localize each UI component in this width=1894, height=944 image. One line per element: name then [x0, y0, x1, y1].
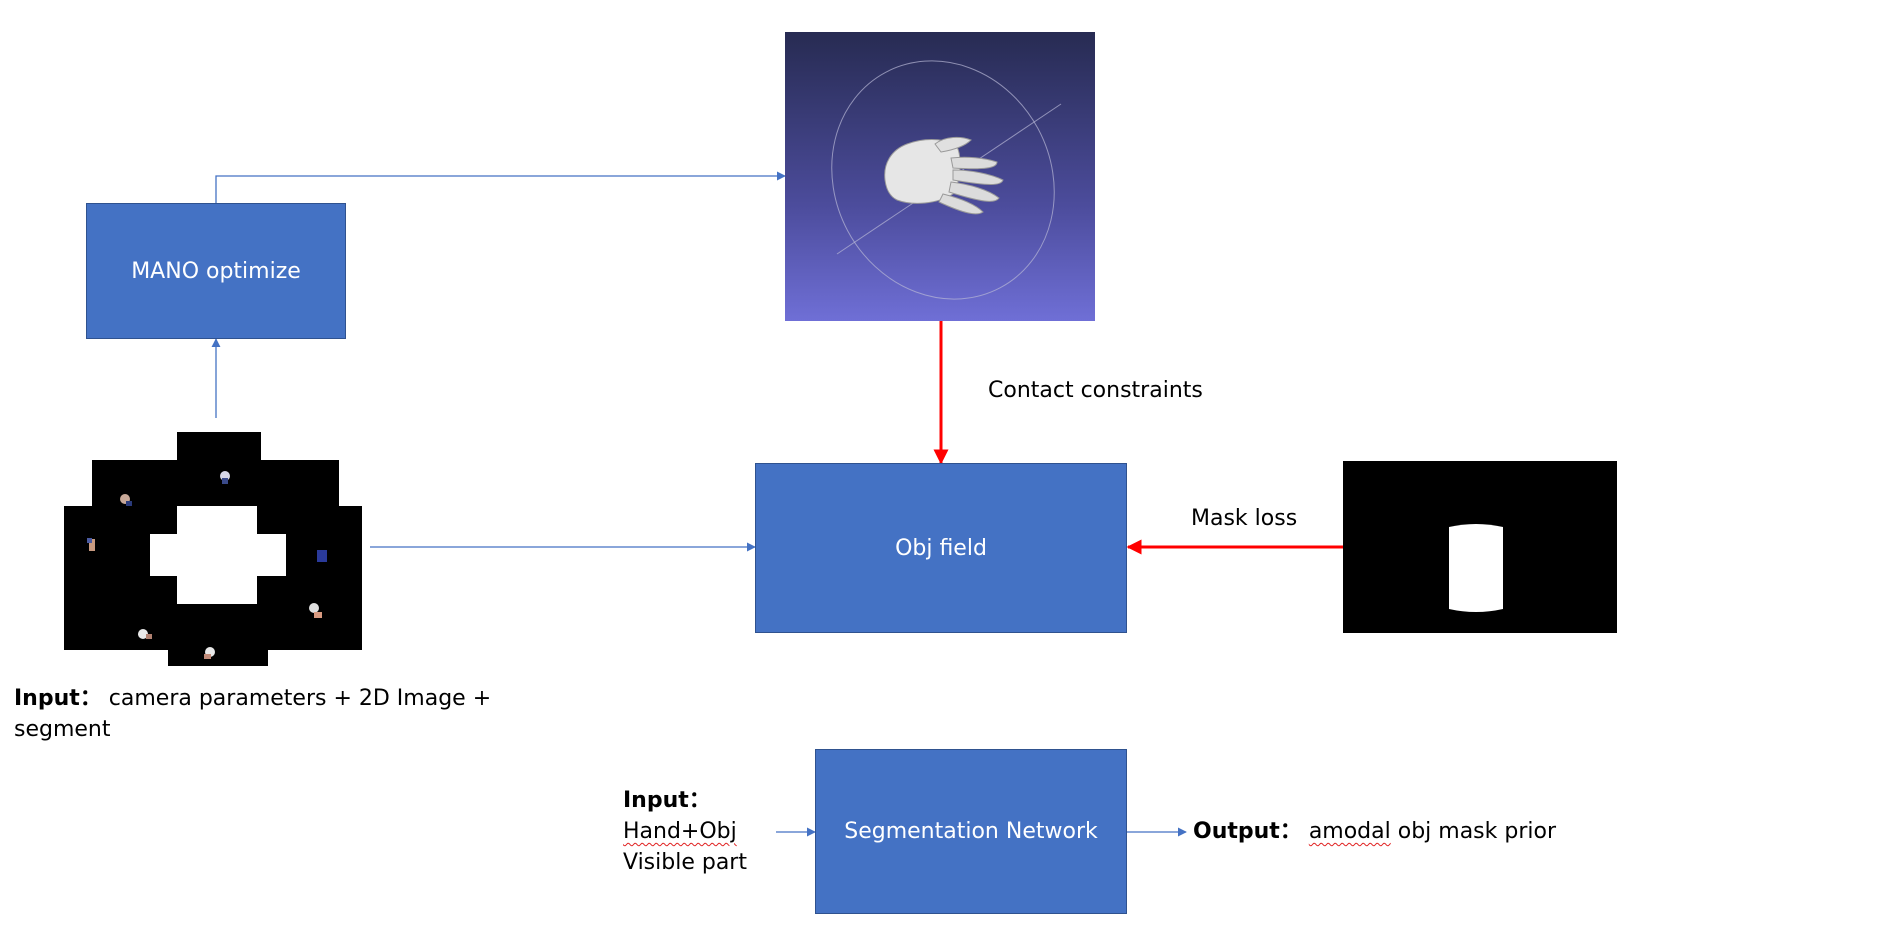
main-input-line1: camera parameters + 2D Image + — [108, 686, 492, 711]
seg-output-text: Output： amodal obj mask prior — [1193, 816, 1556, 847]
seg-input-line2: Visible part — [623, 850, 747, 875]
main-input-text: Input： camera parameters + 2D Image + — [14, 683, 491, 714]
main-input-label: Input： — [14, 686, 102, 711]
cylinder-mask-icon — [1449, 524, 1503, 612]
seg-output-rest: obj mask prior — [1390, 819, 1557, 844]
mask-loss-label: Mask loss — [1191, 506, 1298, 531]
seg-output-label: Output： — [1193, 819, 1302, 844]
seg-input-line1: Hand+Obj — [623, 816, 737, 847]
segmentation-network-label: Segmentation Network — [844, 819, 1098, 844]
hand-render-panel — [785, 32, 1095, 321]
seg-input-label: Input： — [623, 788, 711, 813]
seg-output-amodal: amodal — [1308, 819, 1391, 844]
obj-field-label: Obj field — [895, 535, 987, 561]
mask-image — [1343, 461, 1617, 633]
main-input-text-line2: segment — [14, 717, 111, 742]
mano-optimize-label: MANO optimize — [131, 258, 301, 284]
contact-constraints-label: Contact constraints — [988, 378, 1203, 403]
segmentation-network-box: Segmentation Network — [815, 749, 1127, 914]
arrow-mano-to-render — [215, 171, 786, 203]
obj-field-box: Obj field — [755, 463, 1127, 633]
seg-input-hand-obj: Hand+Obj — [623, 819, 737, 844]
multiview-thumbnails — [87, 471, 327, 659]
mano-optimize-box: MANO optimize — [86, 203, 346, 339]
multiview-image-icon — [64, 432, 362, 666]
hand-mesh-icon — [831, 60, 1062, 300]
